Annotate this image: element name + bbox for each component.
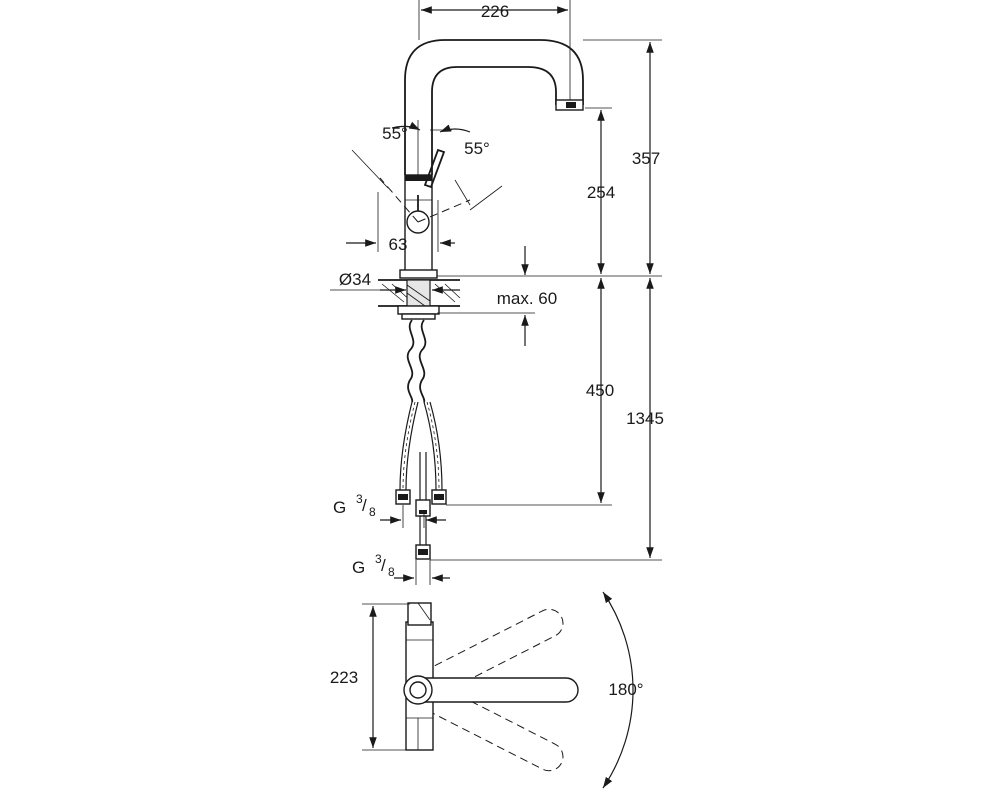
fraction-slash: / xyxy=(381,556,386,575)
svg-text:3: 3 xyxy=(356,492,363,506)
label-max-deck: max. 60 xyxy=(497,289,557,308)
label-lever-angle-right: 55° xyxy=(464,139,490,158)
label-spout-reach: 226 xyxy=(481,2,509,21)
lever-angle-indicators xyxy=(351,120,503,223)
spout-outer xyxy=(404,39,584,175)
label-total-height: 357 xyxy=(632,149,660,168)
label-hose-length: 450 xyxy=(586,381,614,400)
dimension-labels: 226 55° 55° 357 254 63 Ø34 max. 60 450 1… xyxy=(330,2,664,699)
lever-handle xyxy=(417,677,579,703)
label-top-depth: 223 xyxy=(330,668,358,687)
base-collar xyxy=(399,269,438,279)
svg-text:3: 3 xyxy=(375,552,382,566)
label-rotation: 180° xyxy=(608,680,643,699)
svg-text:8: 8 xyxy=(388,565,395,579)
label-thread-upper: G 3 / 8 xyxy=(333,492,376,519)
label-handle-offset: 63 xyxy=(389,235,408,254)
label-lever-angle-left: 55° xyxy=(382,124,408,143)
label-mounting-hole: Ø34 xyxy=(339,270,371,289)
fraction-slash: / xyxy=(362,496,367,515)
faucet-side-view xyxy=(399,39,584,279)
deck-section xyxy=(378,279,461,320)
label-total-length: 1345 xyxy=(626,409,664,428)
label-spout-height: 254 xyxy=(587,183,615,202)
label-thread-lower: G 3 / 8 xyxy=(352,552,395,579)
lever-ghost-lower xyxy=(411,677,564,772)
svg-text:G: G xyxy=(333,498,346,517)
svg-text:G: G xyxy=(352,558,365,577)
spout-inner xyxy=(431,66,557,175)
lever-ghost-upper xyxy=(411,608,564,703)
dimension-lines xyxy=(330,0,662,585)
svg-text:8: 8 xyxy=(369,505,376,519)
supply-hoses xyxy=(395,319,447,560)
faucet-top-view xyxy=(362,591,634,789)
